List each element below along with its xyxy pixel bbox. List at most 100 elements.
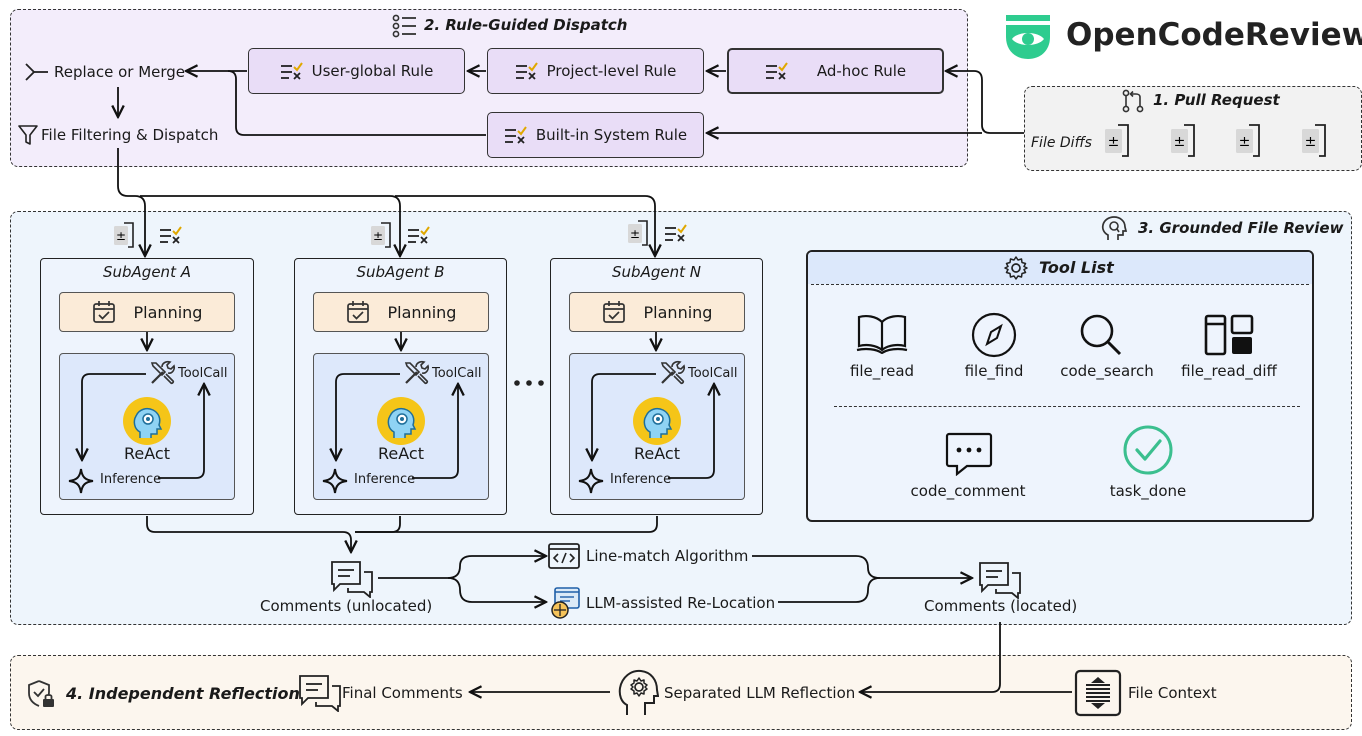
split-view-icon [1204, 314, 1254, 356]
built-in-system-rule-label: Built-in System Rule [535, 126, 688, 144]
file-filtering-label: File Filtering & Dispatch [41, 126, 219, 144]
code-window-icon [548, 543, 580, 569]
pull-request-section-title: 1. Pull Request [1153, 91, 1280, 109]
ai-locate-icon [551, 587, 580, 619]
react-label: ReAct [378, 444, 424, 463]
head-gear-icon [618, 669, 659, 715]
review-section-title: 3. Grounded File Review [1138, 219, 1344, 237]
toolcall-label: ToolCall [688, 366, 738, 381]
file-diff-icon: ± [1302, 124, 1326, 157]
subagent-title: SubAgent A [103, 263, 191, 281]
rule-list-icon [504, 126, 527, 144]
subagent-n-box: SubAgent N Planning ToolCall ReAct Infer… [550, 258, 763, 515]
subagent-title: SubAgent N [612, 263, 701, 281]
tools-icon [660, 360, 685, 385]
tools-divider [834, 406, 1300, 407]
calendar-check-icon [92, 301, 115, 323]
tools-icon [404, 360, 429, 385]
planning-label: Planning [133, 302, 203, 322]
inference-label: Inference [610, 472, 672, 487]
file-diff-icon: ± [1236, 124, 1260, 157]
opencodereview-logo-icon [1006, 15, 1050, 59]
book-icon [856, 314, 908, 354]
calendar-check-icon [602, 301, 625, 323]
tools-icon [150, 360, 175, 385]
brand-name: OpenCodeReview [1066, 17, 1362, 53]
svg-text:±: ± [630, 227, 640, 241]
planning-box: Planning [569, 292, 745, 332]
shield-lock-icon [28, 680, 54, 707]
react-loop-box: ToolCall ReAct Inference [569, 353, 745, 500]
file-context-label: File Context [1128, 684, 1217, 702]
tool-code-search: code_search [1060, 362, 1154, 380]
rule-list-icon [665, 224, 687, 242]
react-label: ReAct [124, 444, 170, 463]
inference-label: Inference [100, 472, 162, 487]
user-global-rule-label: User-global Rule [311, 62, 434, 80]
sparkle-icon [322, 468, 348, 494]
user-global-rule-box: User-global Rule [248, 48, 465, 94]
planning-box: Planning [313, 292, 489, 332]
comments-located-label: Comments (located) [924, 597, 1078, 615]
subagent-b-box: SubAgent B Planning ToolCall ReAct Infer… [294, 258, 507, 515]
sparkle-icon [68, 468, 94, 494]
svg-text:±: ± [1305, 134, 1317, 150]
replace-or-merge-label: Replace or Merge [54, 63, 186, 81]
svg-text:±: ± [116, 229, 126, 243]
svg-text:±: ± [1239, 134, 1251, 150]
tool-list-title: Tool List [1039, 258, 1114, 277]
ad-hoc-rule-box: Ad-hoc Rule [727, 48, 944, 94]
ellipsis-icon [514, 380, 544, 386]
comments-icon [299, 675, 341, 712]
toolcall-label: ToolCall [432, 366, 482, 381]
check-circle-icon [1123, 425, 1173, 475]
llm-relocation-label: LLM-assisted Re-Location [586, 594, 776, 612]
calendar-check-icon [346, 301, 369, 323]
compass-icon [971, 312, 1017, 358]
react-head-icon [123, 397, 171, 445]
tool-file-read: file_read [849, 362, 915, 380]
planning-label: Planning [387, 302, 457, 322]
rule-list-icon [765, 62, 788, 80]
header-divider [811, 284, 1309, 285]
file-diff-icon: ± [1105, 124, 1129, 157]
reflection-section-title: 4. Independent Reflection [66, 684, 300, 703]
comments-icon [979, 562, 1021, 599]
built-in-system-rule-box: Built-in System Rule [487, 112, 704, 158]
tool-list-header [808, 252, 1312, 284]
tool-list-panel: Tool List file_read file_find code_searc… [806, 250, 1314, 522]
file-diff-icon: ± [1171, 124, 1195, 157]
sparkle-icon [578, 468, 604, 494]
project-level-rule-box: Project-level Rule [487, 48, 704, 94]
file-context-icon [1074, 669, 1122, 717]
file-diff-icon: ± [114, 222, 134, 248]
rule-list-icon [280, 62, 303, 80]
pull-request-icon [1122, 89, 1144, 113]
tool-task-done: task_done [1109, 482, 1187, 500]
subagent-title: SubAgent B [356, 263, 445, 281]
line-match-label: Line-match Algorithm [586, 547, 749, 565]
svg-text:±: ± [1108, 134, 1120, 150]
merge-icon [25, 63, 48, 81]
dispatch-section-title: 2. Rule-Guided Dispatch [424, 16, 628, 34]
tool-code-comment: code_comment [910, 482, 1026, 500]
ad-hoc-rule-label: Ad-hoc Rule [816, 62, 907, 80]
comment-icon [945, 432, 993, 476]
rule-list-icon [408, 226, 430, 244]
file-diff-icon: ± [628, 220, 648, 246]
planning-label: Planning [643, 302, 713, 322]
independent-reflection-panel [10, 655, 1352, 730]
file-diffs-label: File Diffs [1031, 135, 1092, 151]
planning-box: Planning [59, 292, 235, 332]
react-label: ReAct [634, 444, 680, 463]
svg-text:±: ± [1174, 134, 1186, 150]
react-head-icon [633, 397, 681, 445]
gear-icon [1004, 256, 1028, 280]
rule-list-icon [160, 226, 182, 244]
inference-label: Inference [354, 472, 416, 487]
tool-file-find: file_find [964, 362, 1024, 380]
filter-icon [18, 125, 38, 145]
react-loop-box: ToolCall ReAct Inference [59, 353, 235, 500]
file-diff-icon: ± [371, 222, 391, 248]
